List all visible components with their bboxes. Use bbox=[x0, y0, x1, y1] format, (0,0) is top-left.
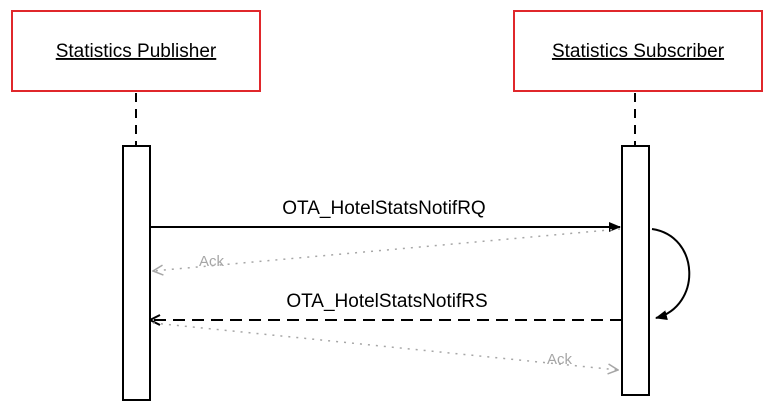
activation-bar-publisher bbox=[122, 145, 151, 401]
participant-box-publisher bbox=[11, 10, 261, 92]
participant-box-subscriber bbox=[513, 10, 763, 92]
self-call-loop-arrow bbox=[651, 228, 691, 321]
message-request-label: OTA_HotelStatsNotifRQ bbox=[282, 198, 485, 219]
message-ack-to-subscriber-arrow bbox=[152, 322, 618, 370]
participant-label-publisher: Statistics Publisher bbox=[56, 41, 217, 62]
participant-subscriber: Statistics Subscriber bbox=[513, 10, 763, 92]
message-ack-to-publisher-label: Ack bbox=[199, 253, 225, 270]
activation-bar-subscriber bbox=[621, 145, 650, 396]
message-ack-to-subscriber-label: Ack bbox=[547, 351, 573, 368]
message-request: OTA_HotelStatsNotifRQ bbox=[150, 198, 621, 232]
message-ack-to-subscriber: Ack bbox=[152, 322, 618, 370]
participant-publisher: Statistics Publisher bbox=[11, 10, 261, 92]
participant-label-subscriber: Statistics Subscriber bbox=[552, 41, 725, 62]
message-ack-to-publisher: Ack bbox=[153, 228, 621, 271]
message-response: OTA_HotelStatsNotifRS bbox=[150, 291, 622, 320]
message-response-label: OTA_HotelStatsNotifRS bbox=[286, 291, 487, 312]
